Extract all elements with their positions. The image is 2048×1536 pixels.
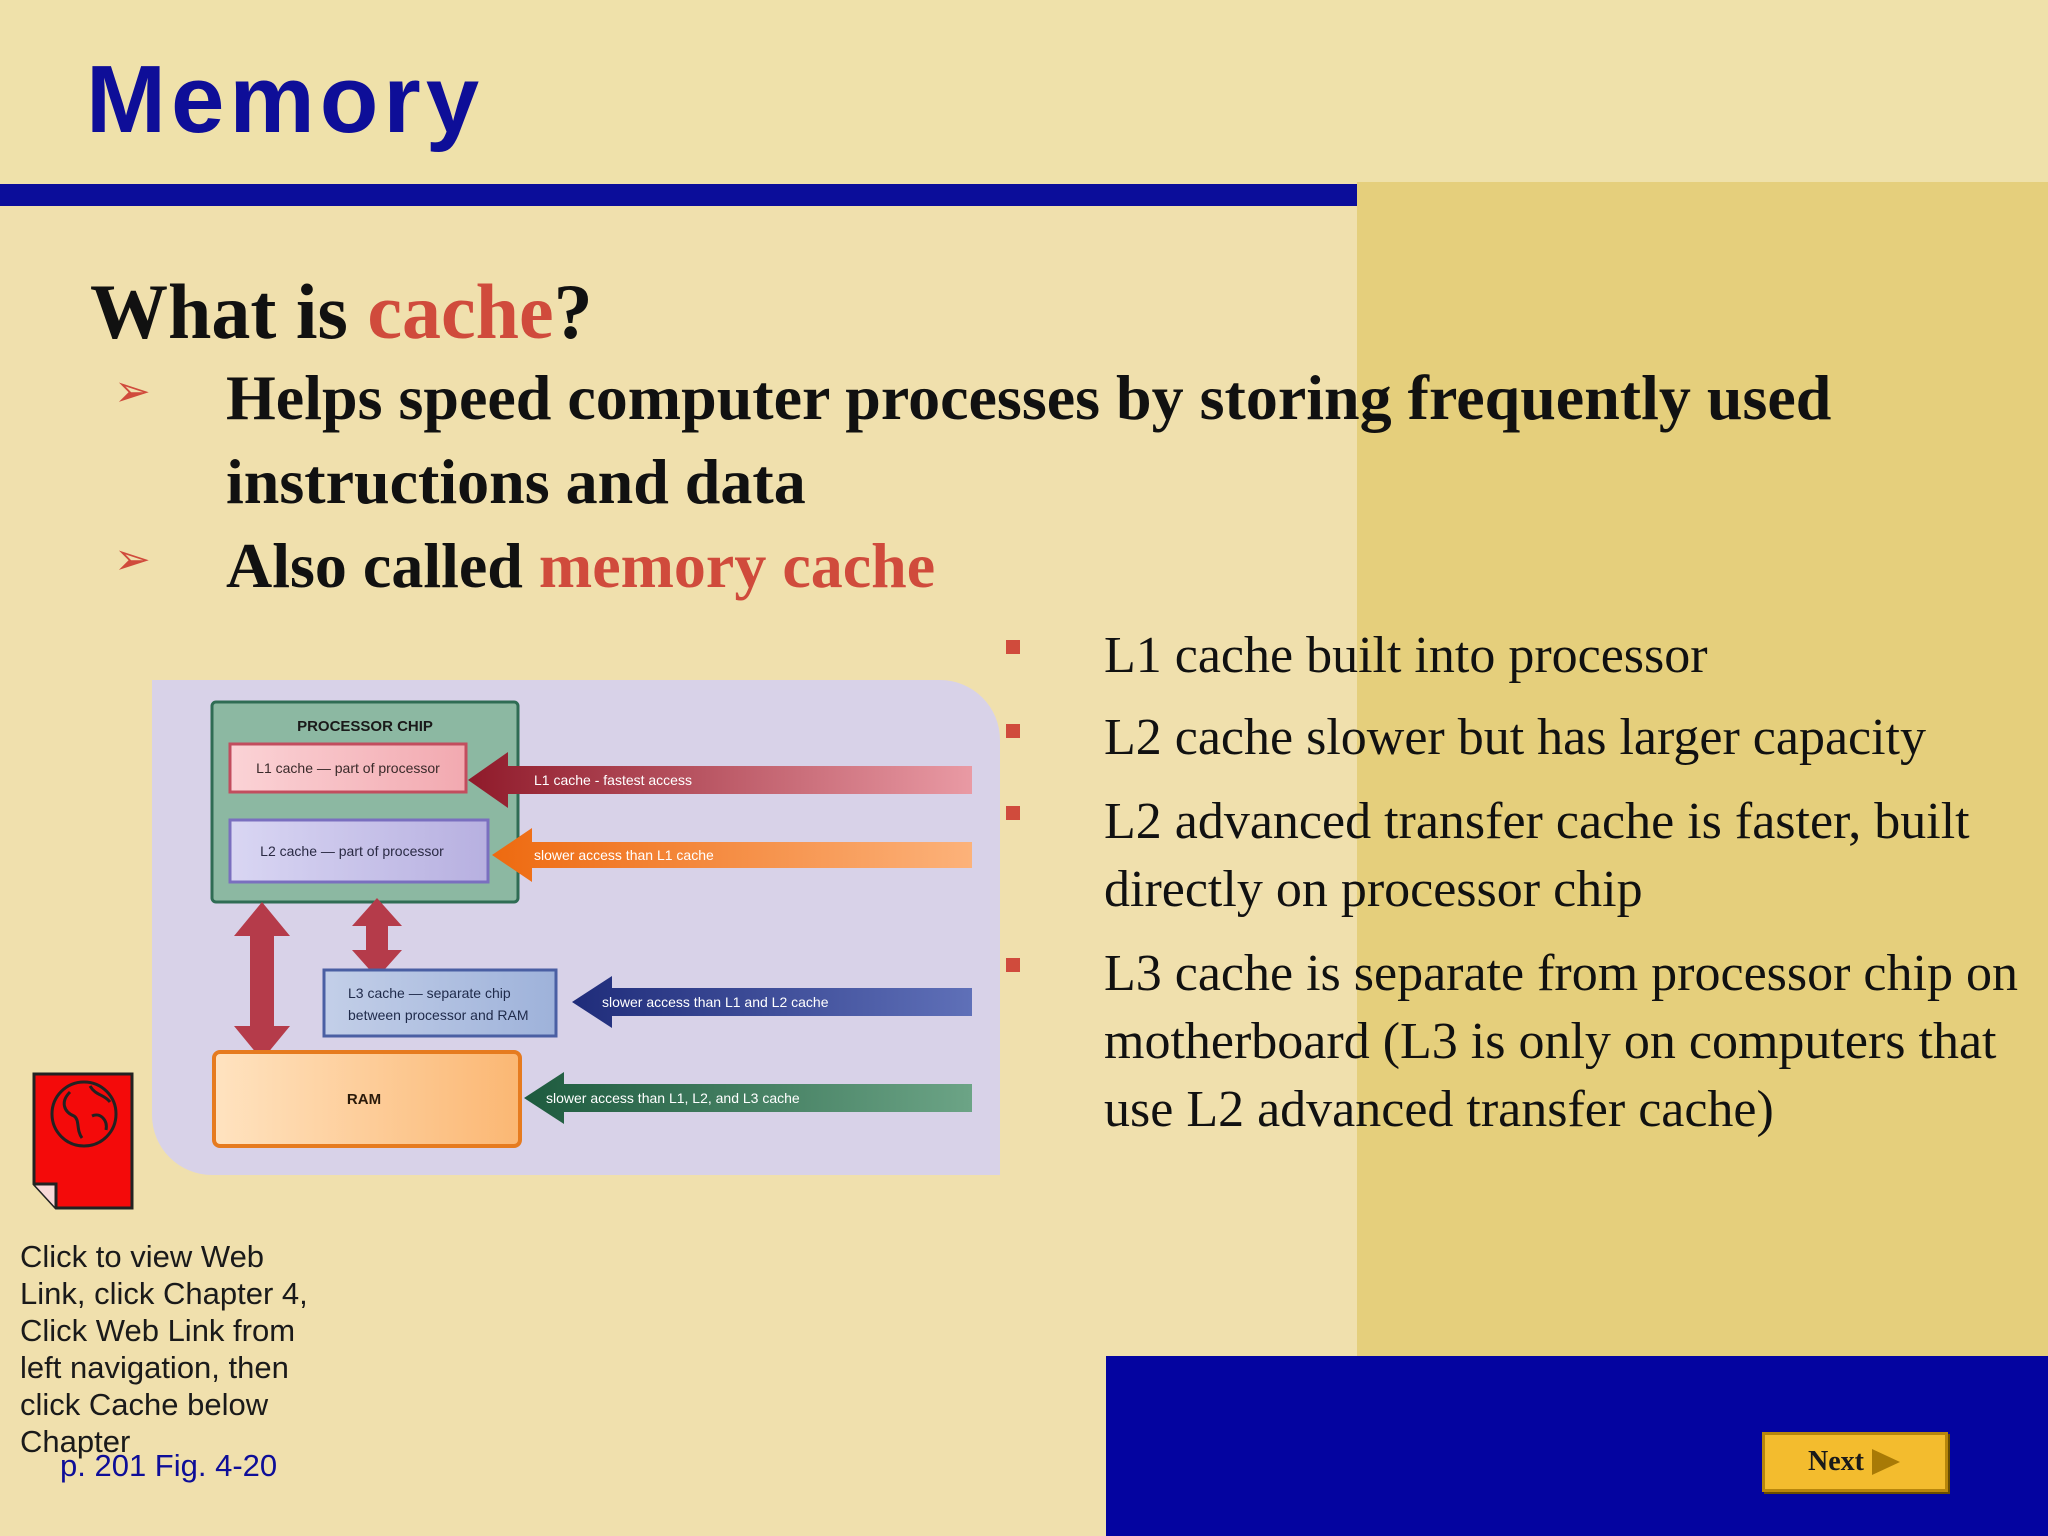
ram-box-label: RAM bbox=[347, 1091, 381, 1108]
l1-cache-box-label: L1 cache — part of processor bbox=[256, 760, 440, 776]
square-bullet-icon bbox=[1006, 640, 1020, 654]
l1-cache-box bbox=[228, 742, 468, 794]
sub-bullet-l3: L3 cache is separate from processor chip… bbox=[1104, 945, 2018, 1138]
bullet-also-called-prefix: Also called bbox=[226, 530, 539, 601]
l2-access-arrow-label: slower access than L1 cache bbox=[534, 847, 714, 863]
next-button[interactable]: Next bbox=[1762, 1432, 1948, 1492]
l2-cache-box bbox=[228, 818, 490, 884]
l2-l3-double-arrow bbox=[352, 898, 402, 978]
l1-access-arrow-label: L1 cache - fastest access bbox=[534, 772, 692, 788]
l2-cache-box-label: L2 cache — part of processor bbox=[260, 843, 444, 859]
play-arrow-icon bbox=[1871, 1449, 1900, 1475]
l3-box-line1: L3 cache — separate chip bbox=[348, 985, 511, 1001]
l1-access-arrow bbox=[468, 752, 972, 808]
cache-diagram-svg: PROCESSOR CHIP L1 cache — part of proces… bbox=[210, 700, 972, 1148]
next-button-label: Next bbox=[1808, 1446, 1864, 1477]
ram-access-arrow-label: slower access than L1, L2, and L3 cache bbox=[546, 1090, 800, 1106]
ram-box bbox=[212, 1050, 522, 1148]
l3-access-arrow-label: slower access than L1 and L2 cache bbox=[602, 994, 829, 1010]
arrowhead-bullet-icon: ➢ bbox=[114, 367, 151, 416]
sub-bullet-l2-advanced: L2 advanced transfer cache is faster, bu… bbox=[1104, 793, 1970, 918]
square-bullet-icon bbox=[1006, 724, 1020, 738]
question-term: cache bbox=[367, 268, 554, 355]
weblink-instructions: Click to view Web Link, click Chapter 4,… bbox=[20, 1239, 308, 1459]
square-bullet-icon bbox=[1006, 958, 1020, 972]
processor-chip-label: PROCESSOR CHIP bbox=[297, 718, 433, 735]
l3-cache-box bbox=[322, 968, 558, 1038]
bullet-speed: Helps speed computer processes by storin… bbox=[226, 362, 1832, 517]
cache-diagram: PROCESSOR CHIP L1 cache — part of proces… bbox=[152, 680, 1000, 1175]
l2-access-arrow bbox=[492, 828, 972, 882]
arrowhead-bullet-icon: ➢ bbox=[114, 535, 151, 584]
memory-cache-term: memory cache bbox=[538, 530, 936, 601]
right-accent-panel bbox=[1357, 182, 2048, 1356]
sub-bullet-l2: L2 cache slower but has larger capacity bbox=[1104, 709, 1926, 766]
l3-access-arrow bbox=[572, 976, 972, 1028]
chip-ram-double-arrow bbox=[234, 902, 290, 1060]
figure-reference: p. 201 Fig. 4-20 bbox=[60, 1448, 278, 1483]
title-underline-rule bbox=[0, 184, 1357, 206]
ram-access-arrow bbox=[524, 1072, 972, 1124]
header-band bbox=[0, 0, 2048, 182]
question-prefix: What is bbox=[90, 268, 368, 355]
square-bullet-icon bbox=[1006, 806, 1020, 820]
question-heading: What is cache? bbox=[90, 262, 593, 362]
slide-title: Memory bbox=[86, 46, 485, 153]
bullet-also-called: Also called memory cache bbox=[226, 524, 2026, 608]
globe-document-icon[interactable] bbox=[30, 1072, 136, 1212]
question-suffix: ? bbox=[553, 268, 593, 355]
l3-box-line2: between processor and RAM bbox=[348, 1007, 529, 1023]
sub-bullet-l1: L1 cache built into processor bbox=[1104, 627, 1708, 684]
